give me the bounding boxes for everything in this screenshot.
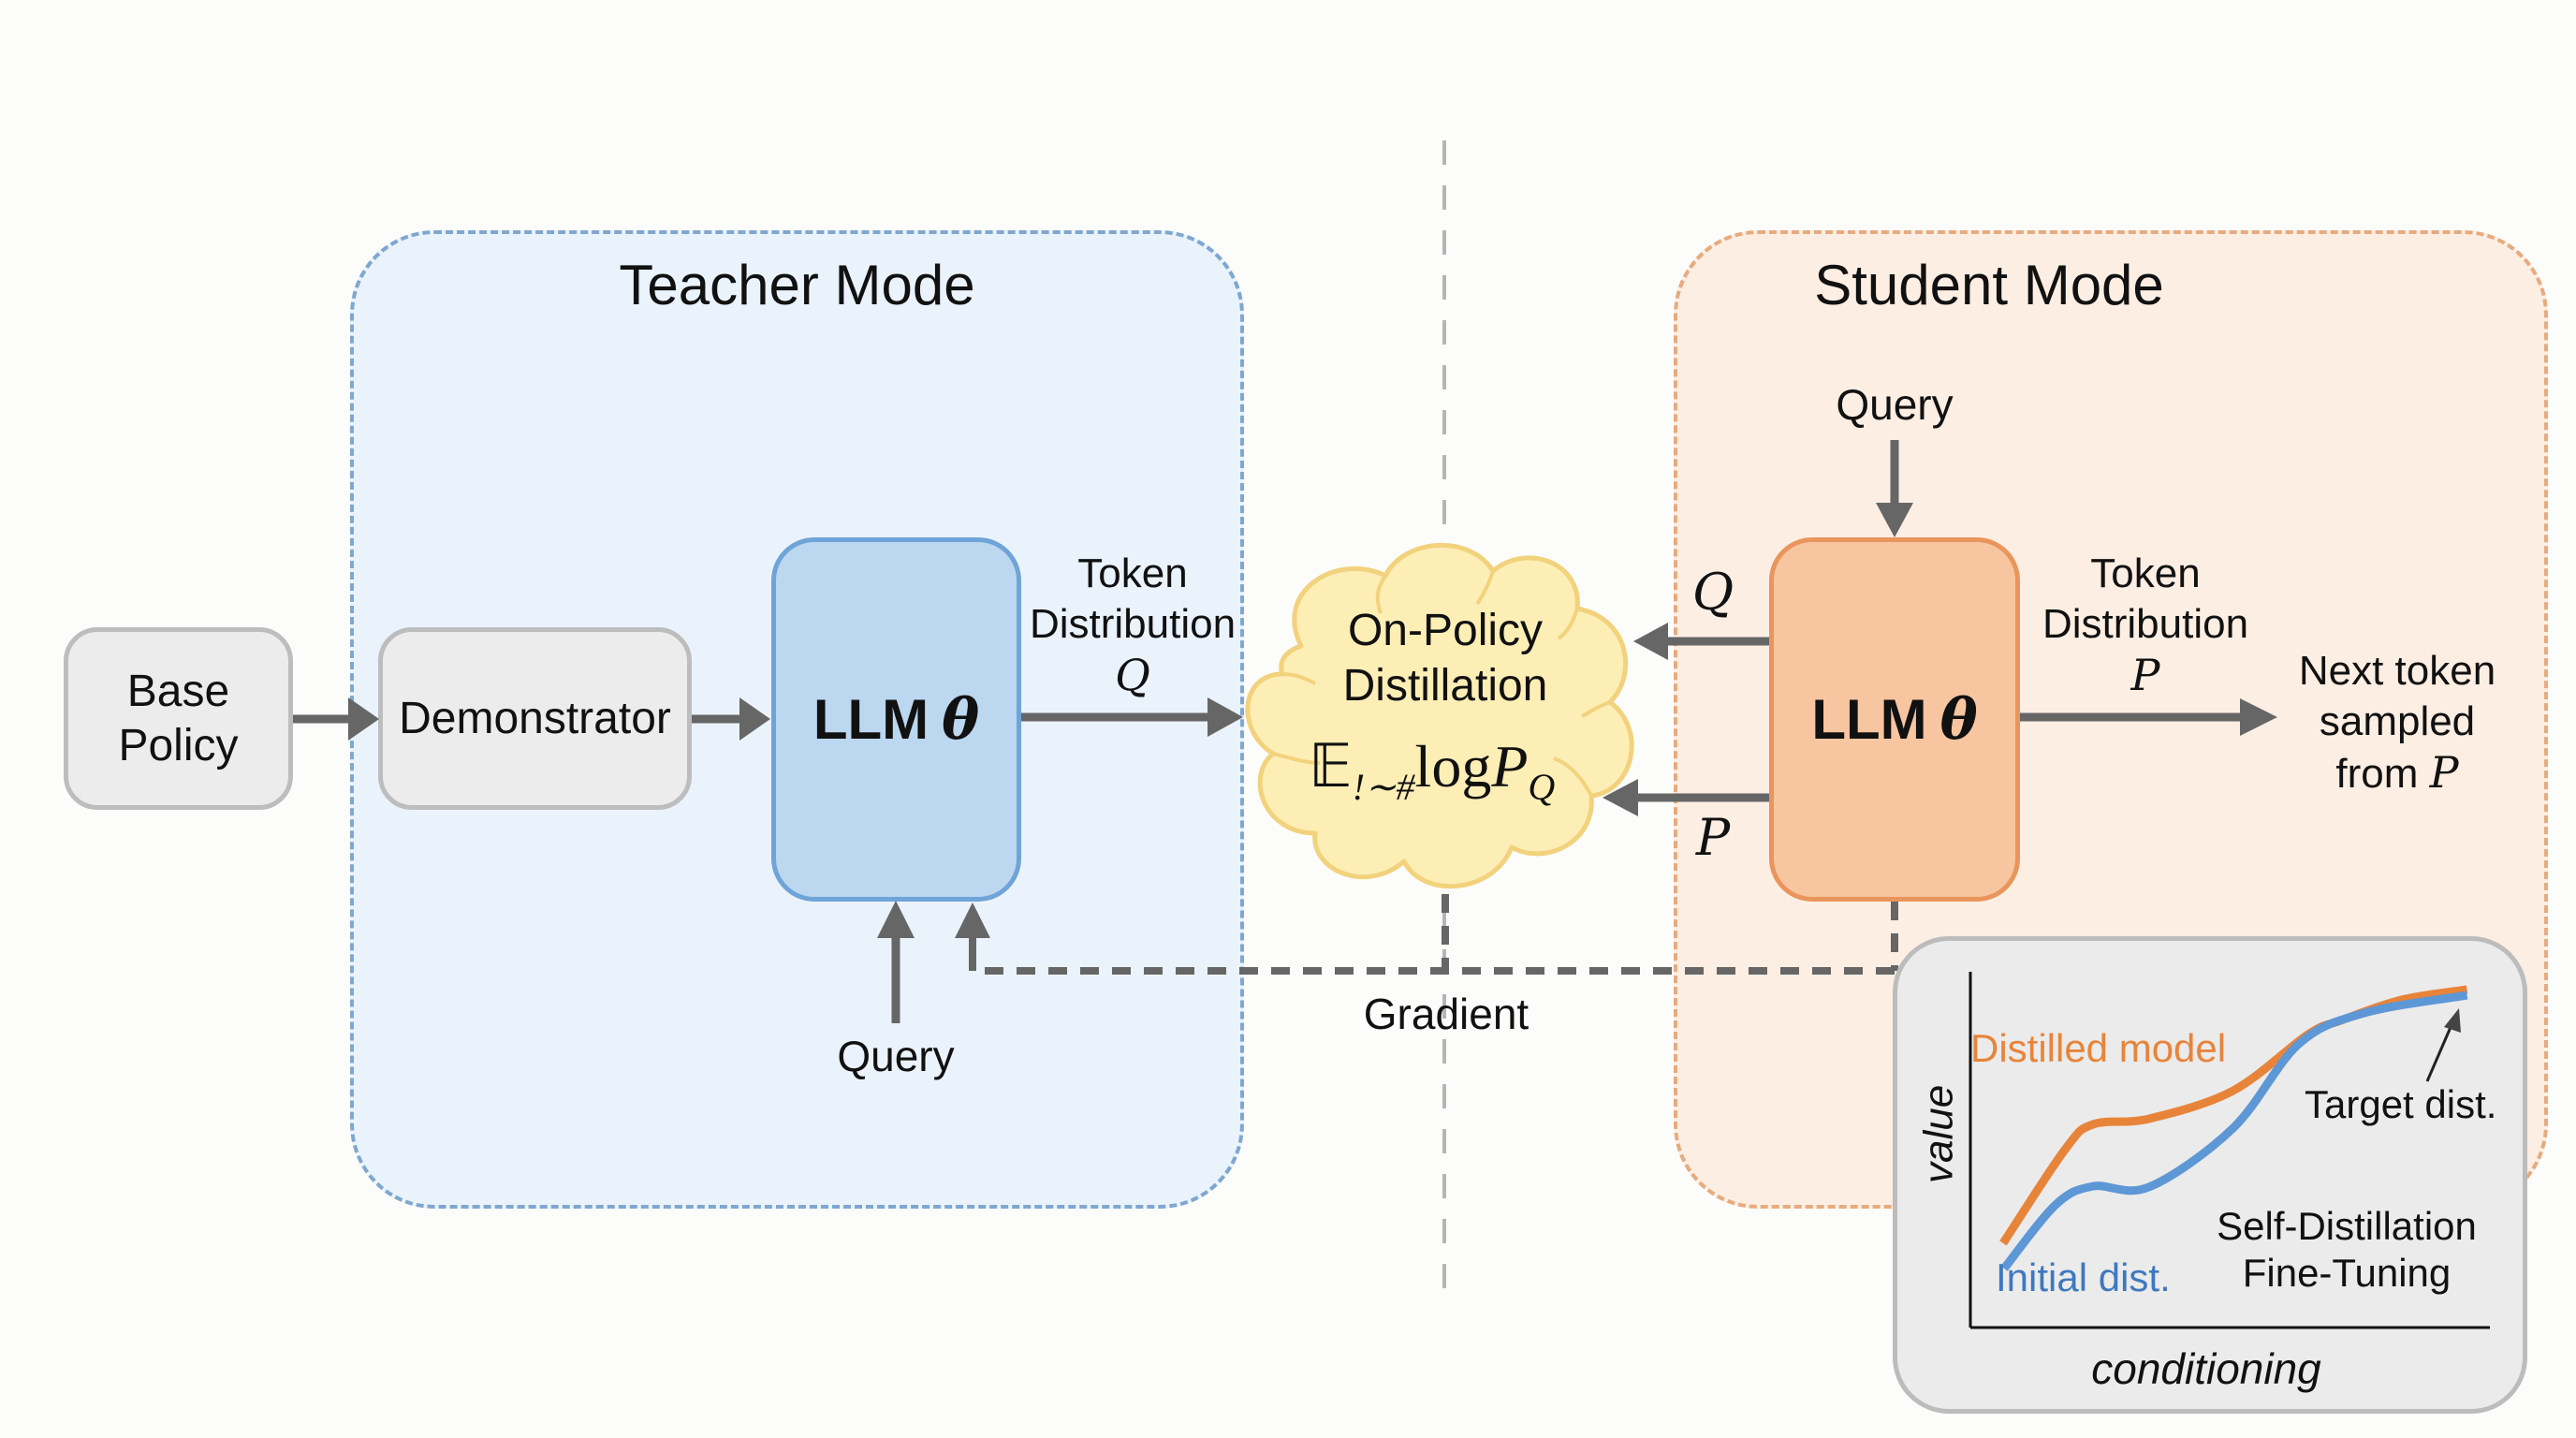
formula-log: log bbox=[1414, 733, 1492, 800]
theta-symbol: θ bbox=[942, 686, 980, 753]
next-token-line3: from bbox=[2335, 751, 2419, 798]
cloud-shape bbox=[1245, 542, 1634, 889]
arrowhead bbox=[1633, 623, 1668, 660]
student-token-dist-line2: Distribution bbox=[2042, 600, 2249, 647]
base-policy-node: Base Policy bbox=[64, 627, 293, 810]
gradient-label: Gradient bbox=[1363, 990, 1530, 1038]
formula-expectation: 𝔼 bbox=[1309, 733, 1353, 800]
cloud-title-line2: Distillation bbox=[1342, 660, 1548, 711]
teacher-query-label: Query bbox=[837, 1032, 955, 1080]
inset-chart: value conditioning Distilled model Initi… bbox=[1893, 936, 2527, 1414]
student-token-dist-symbol: P bbox=[2130, 650, 2160, 701]
demonstrator-label: Demonstrator bbox=[399, 693, 671, 743]
student-token-distribution-label: Token Distribution P bbox=[2024, 549, 2267, 701]
next-token-label: Next token sampled from P bbox=[2275, 646, 2520, 800]
arrowhead bbox=[1876, 503, 1913, 537]
arrowhead bbox=[955, 902, 990, 938]
series-line-initial-dist bbox=[2000, 990, 2468, 1271]
arrowhead bbox=[739, 697, 770, 741]
student-mode-title: Student Mode bbox=[1814, 254, 2164, 316]
formula-P-subscript: Q bbox=[1528, 765, 1556, 808]
legend-initial-dist: Initial dist. bbox=[1996, 1255, 2171, 1299]
base-policy-label-line2: Policy bbox=[118, 720, 239, 770]
next-token-symbol: P bbox=[2429, 747, 2459, 799]
target-arrow-line bbox=[2425, 1024, 2453, 1082]
cloud-title: On-Policy Distillation bbox=[1258, 604, 1632, 713]
arrowhead bbox=[877, 901, 915, 938]
student-query-label: Query bbox=[1836, 380, 1954, 429]
target-arrow-head bbox=[2444, 1008, 2461, 1033]
x-axis-label: conditioning bbox=[2091, 1344, 2321, 1393]
student-token-dist-line1: Token bbox=[2090, 550, 2201, 596]
next-token-line2: sampled bbox=[2319, 697, 2476, 744]
legend-distilled-model: Distilled model bbox=[1970, 1026, 2227, 1070]
cloud-title-line1: On-Policy bbox=[1347, 606, 1544, 655]
y-axis-label: value bbox=[1915, 1084, 1962, 1183]
llm-student-label: LLM bbox=[1811, 688, 1927, 751]
formula-P: P bbox=[1491, 733, 1529, 800]
arrowhead bbox=[1208, 697, 1243, 737]
teacher-token-distribution-label: Token Distribution Q bbox=[1020, 549, 1245, 701]
next-token-line1: Next token bbox=[2298, 648, 2496, 694]
teacher-token-dist-symbol: Q bbox=[1115, 650, 1150, 701]
llm-teacher-label: LLM bbox=[812, 688, 929, 751]
arrowhead bbox=[2240, 698, 2277, 736]
arrowhead bbox=[1603, 779, 1638, 816]
teacher-token-dist-line1: Token bbox=[1077, 550, 1188, 596]
sdft-annotation: Self-Distillation Fine-Tuning bbox=[2217, 1204, 2477, 1296]
theta-symbol: θ bbox=[1939, 686, 1978, 753]
base-policy-label-line1: Base bbox=[126, 666, 230, 716]
inset-chart-plot bbox=[1969, 972, 2490, 1329]
arrow-Q-label: Q bbox=[1691, 563, 1734, 622]
arrowhead bbox=[348, 697, 379, 741]
distillation-formula: 𝔼!∼#logPQ bbox=[1309, 732, 1555, 809]
teacher-mode-title: Teacher Mode bbox=[619, 254, 975, 316]
formula-subscript: !∼# bbox=[1352, 765, 1415, 808]
arrow-P-label: P bbox=[1695, 808, 1731, 867]
teacher-token-dist-line2: Distribution bbox=[1029, 600, 1237, 647]
demonstrator-node: Demonstrator bbox=[378, 627, 692, 810]
target-dist-annotation: Target dist. bbox=[2305, 1082, 2497, 1126]
